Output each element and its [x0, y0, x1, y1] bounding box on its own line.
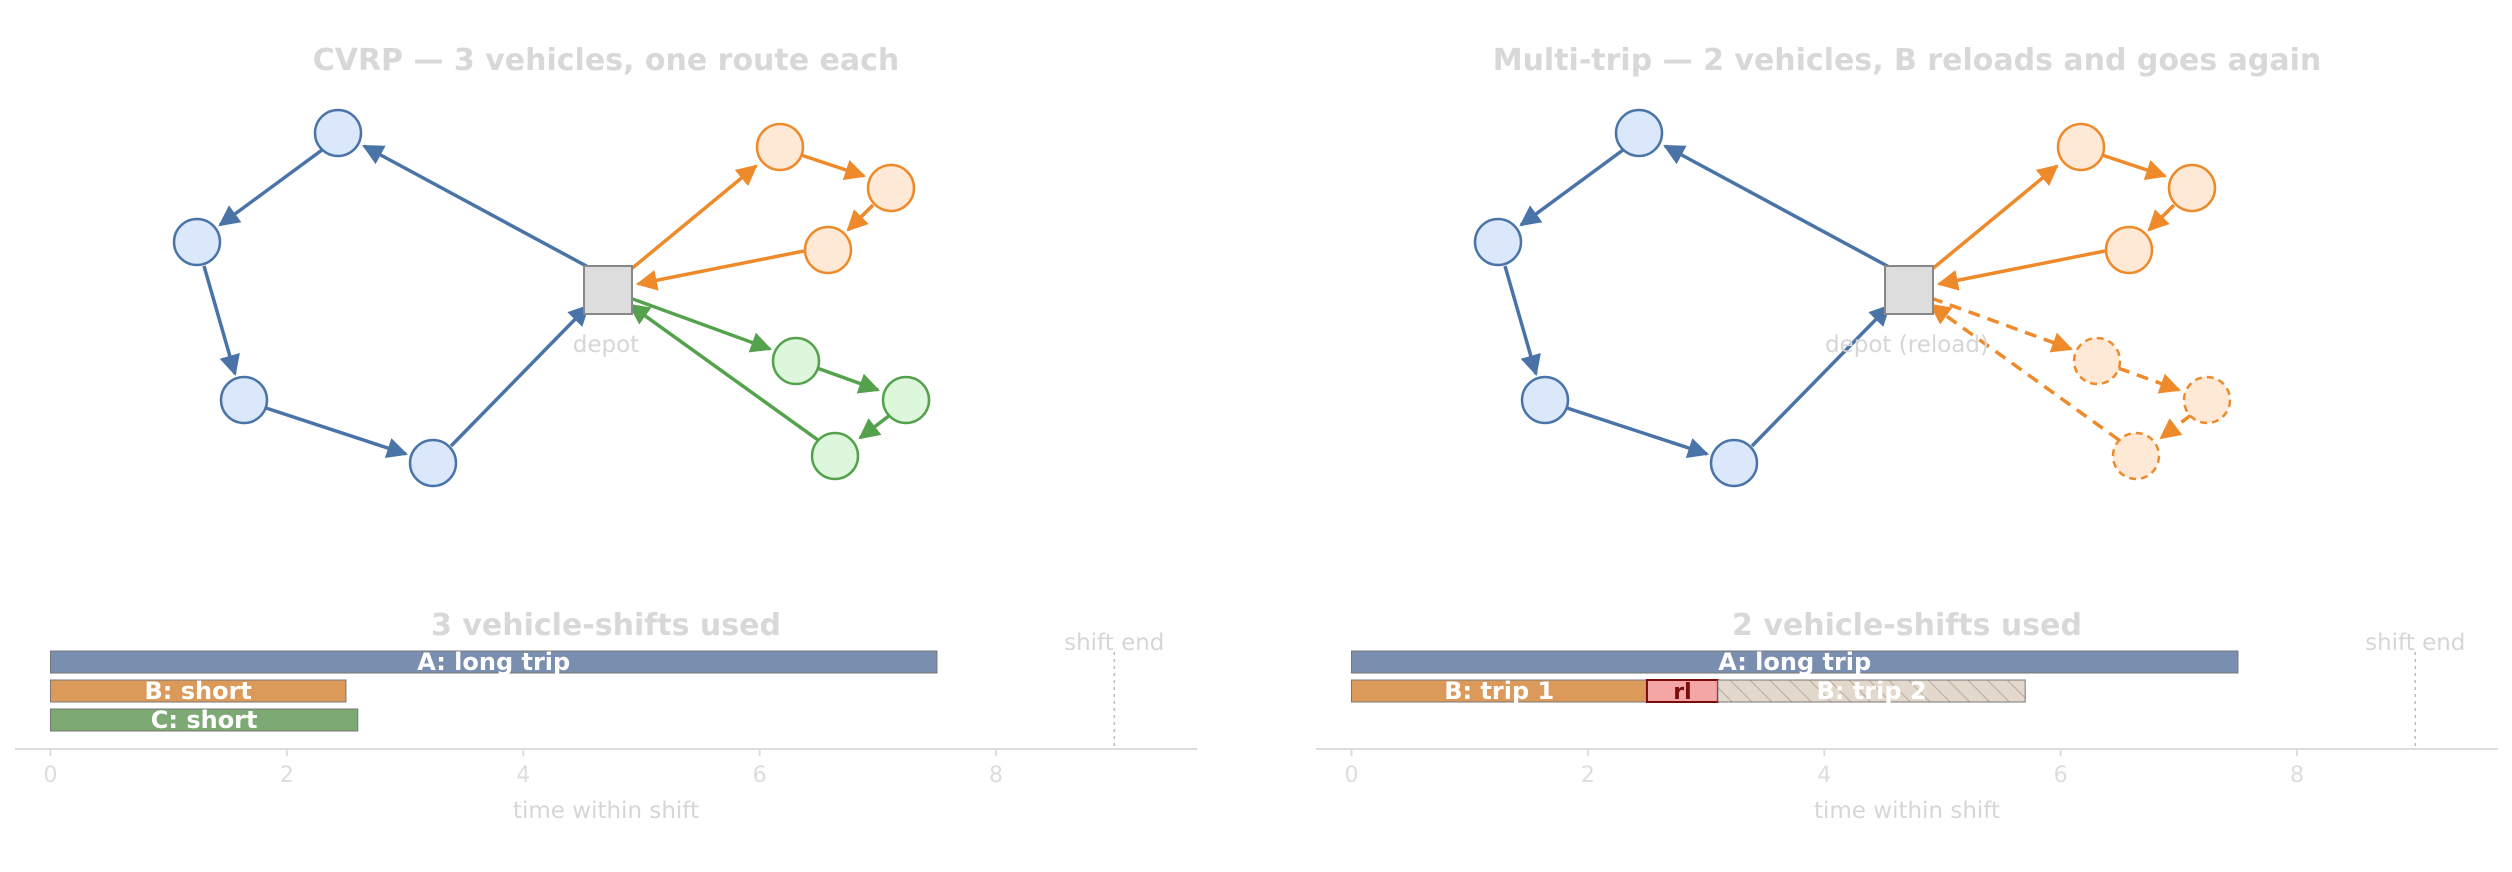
timeline-bar-label: rl: [1673, 680, 1691, 705]
route-edge: [1519, 148, 1625, 227]
left-diagram-title: CVRP — 3 vehicles, one route each: [313, 43, 900, 78]
timeline-bar-label: B: trip 1: [1444, 677, 1554, 705]
timeline-bar: [49, 679, 347, 703]
x-tick-label: 6: [2054, 763, 2068, 788]
x-tick-label: 4: [1817, 763, 1831, 788]
timeline-bar: [49, 650, 938, 674]
route-edge: [2101, 153, 2167, 180]
route-edge: [1566, 406, 1709, 459]
timeline-bar: [49, 708, 359, 732]
customer-node: [172, 217, 222, 267]
route-edge: [629, 296, 772, 353]
x-tick-label: 8: [989, 763, 1003, 788]
customer-nodes: [1473, 108, 2232, 488]
route-edge: [1930, 296, 2073, 353]
x-tick-label: 0: [43, 763, 57, 788]
customer-node: [2167, 163, 2217, 213]
route-edge: [202, 265, 240, 377]
timeline-bar-label: C: short: [151, 706, 258, 734]
left-timeline: shift end 0 2 4 6 8 time within shift A: long t…: [15, 630, 1197, 824]
route-edge: [2159, 413, 2193, 440]
route-edge: [449, 304, 590, 448]
route-edge: [800, 153, 866, 180]
depot-square: [583, 265, 633, 315]
route-edge: [1936, 249, 2106, 291]
customer-node: [2056, 122, 2106, 172]
customer-node: [2072, 336, 2122, 386]
customer-node: [2104, 225, 2154, 275]
shift-end-label: shift end: [2365, 630, 2465, 656]
customer-node: [2182, 375, 2232, 425]
customer-node: [810, 431, 860, 481]
route-edge: [265, 406, 408, 459]
depot-label: depot: [573, 332, 639, 358]
customer-node: [313, 108, 363, 158]
customer-node: [866, 163, 916, 213]
customer-node: [1614, 108, 1664, 158]
left-timeline-title: 3 vehicle-shifts used: [431, 608, 781, 643]
route-edge: [362, 144, 591, 270]
x-tick-label: 8: [2290, 763, 2304, 788]
route-edge: [816, 366, 880, 394]
route-edge: [218, 148, 324, 227]
route-edge: [1750, 304, 1891, 448]
timeline-bar: [1717, 679, 2026, 703]
shift-end-label: shift end: [1064, 630, 1164, 656]
route-a-blue: [202, 144, 591, 459]
route-edge: [628, 303, 820, 442]
timeline-bar: [1350, 650, 2239, 674]
customer-node: [1709, 438, 1759, 488]
customer-node: [803, 225, 853, 275]
depot-square: [1884, 265, 1934, 315]
route-edge: [628, 164, 758, 272]
route-b-orange: [628, 153, 875, 291]
x-tick-label: 2: [280, 763, 294, 788]
x-axis-label: time within shift: [513, 798, 699, 824]
route-c-green: [628, 296, 892, 442]
route-edge: [846, 203, 875, 232]
route-edge: [1929, 164, 2059, 272]
timeline-bar-label: A: long trip: [417, 648, 570, 676]
x-tick-label: 6: [753, 763, 767, 788]
customer-node: [771, 336, 821, 386]
right-diagram-title: Multi-trip — 2 vehicles, B reloads and g…: [1493, 43, 2322, 78]
route-b-trip1: [1929, 153, 2176, 291]
left-panel: CVRP — 3 vehicles, one route each: [15, 43, 1197, 824]
route-b-trip2: [1929, 296, 2193, 442]
customer-node: [219, 375, 269, 425]
route-edge: [1663, 144, 1892, 270]
right-panel: Multi-trip — 2 vehicles, B reloads and g…: [1316, 43, 2498, 824]
timeline-bar-label: B: trip 2: [1817, 677, 1927, 705]
x-axis-label: time within shift: [1814, 798, 2000, 824]
timeline-bar-label: A: long trip: [1718, 648, 1871, 676]
customer-node: [755, 122, 805, 172]
right-timeline: shift end 0 2 4 6 8 time within shift A: long t…: [1316, 630, 2498, 824]
route-edge: [2117, 366, 2181, 394]
depot-label: depot (reload): [1825, 332, 1989, 358]
customer-node: [1473, 217, 1523, 267]
customer-node: [408, 438, 458, 488]
customer-node: [2111, 431, 2161, 481]
customer-nodes: [172, 108, 931, 488]
x-tick-label: 2: [1581, 763, 1595, 788]
customer-node: [881, 375, 931, 425]
route-edge: [635, 249, 805, 291]
x-tick-label: 0: [1344, 763, 1358, 788]
right-timeline-title: 2 vehicle-shifts used: [1732, 608, 2082, 643]
route-edge: [858, 413, 892, 440]
route-edge: [2147, 203, 2176, 232]
customer-node: [1520, 375, 1570, 425]
timeline-bar-label: B: short: [144, 677, 251, 705]
route-edge: [1503, 265, 1541, 377]
route-a-blue: [1503, 144, 1892, 459]
x-tick-label: 4: [516, 763, 530, 788]
